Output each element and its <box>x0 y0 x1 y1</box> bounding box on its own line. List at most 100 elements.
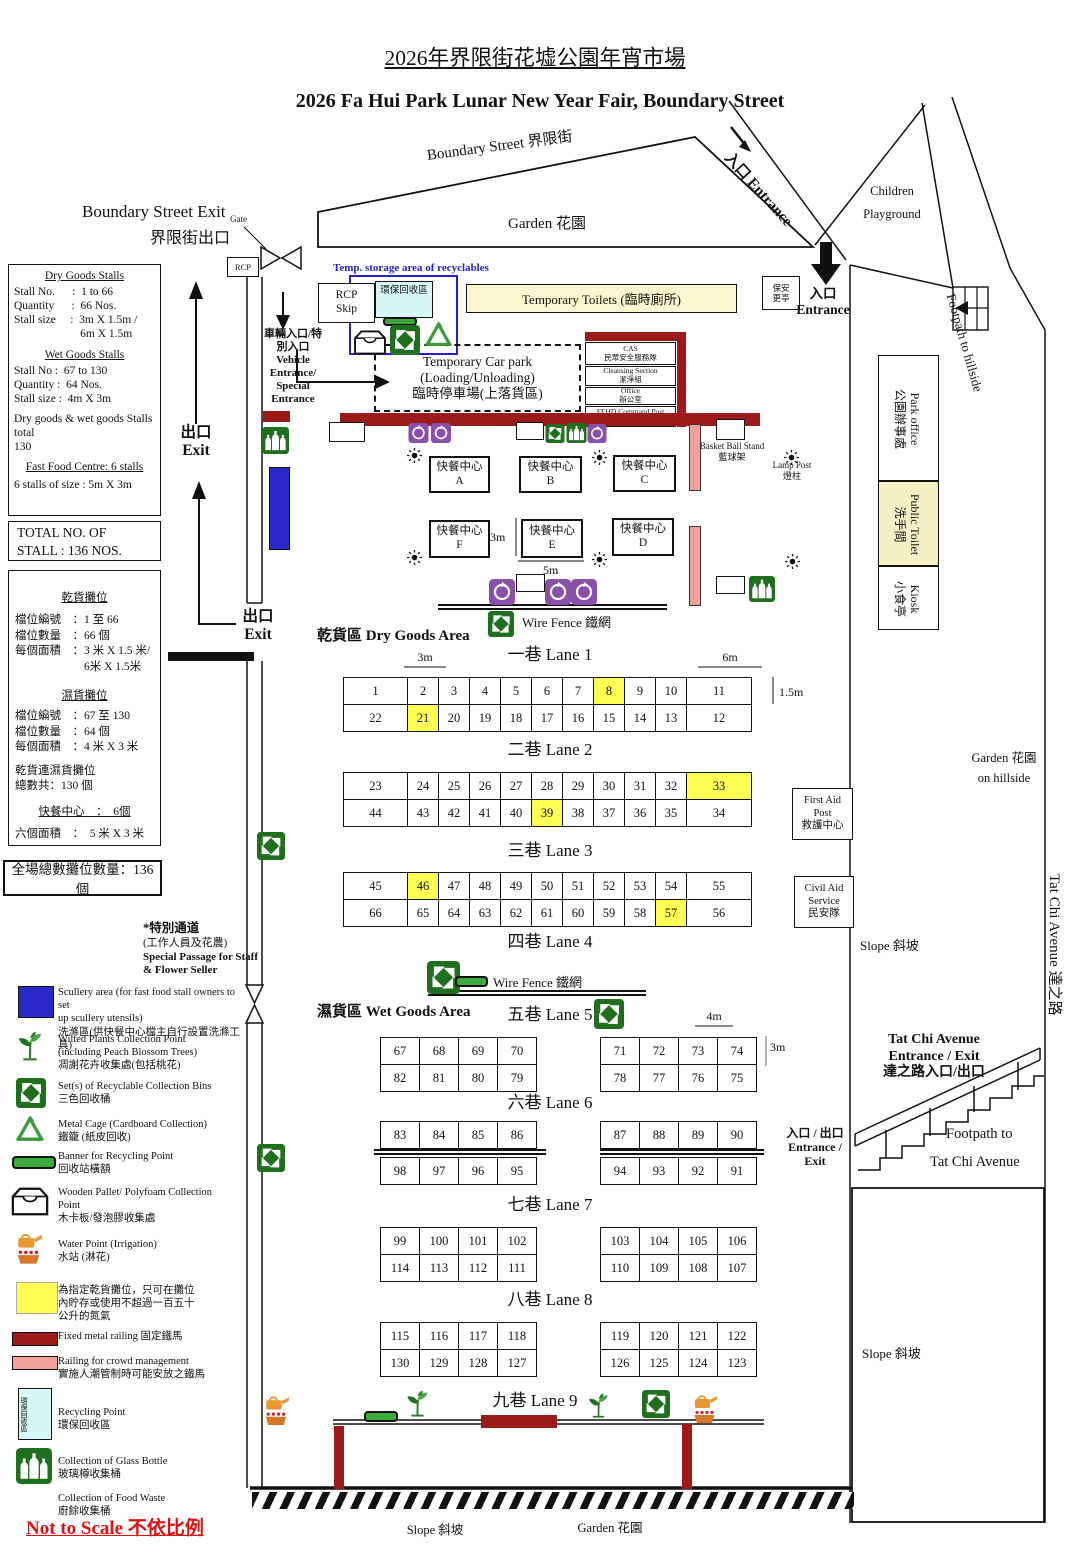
stall-cell-4: 4 <box>469 677 501 705</box>
legend-item-text: Recycling Point 環保回收區 <box>58 1407 126 1432</box>
stall-cell-36: 36 <box>624 799 656 827</box>
stall-cell-34: 34 <box>686 799 752 827</box>
legend-item-text: Fixed metal railing 固定鐵馬 <box>58 1331 183 1342</box>
fast-food-centre-C: 快餐中心 C <box>613 455 676 492</box>
stall-cell-47: 47 <box>438 872 470 900</box>
tat-chi-name-label: Tat Chi Avenue <box>930 1154 1020 1170</box>
food-waste-icon <box>571 579 597 605</box>
stall-cell-102: 102 <box>497 1227 537 1255</box>
slope-bottom-left: Slope 斜坡 <box>406 1523 464 1537</box>
dim-w-3m: 3m <box>770 1040 786 1054</box>
stall-cell-73: 73 <box>678 1037 718 1065</box>
lamp-post-label: Lamp Post 燈柱 <box>772 460 812 481</box>
tat-chi-entrance-label: Tat Chi Avenue Entrance / Exit 達之路入口/出口 <box>883 1032 985 1081</box>
scullery-area-rect <box>269 467 290 550</box>
dry-goods-body: Stall No. : 1 to 66 Quantity : 66 Nos. S… <box>14 286 138 341</box>
recycle-bins-icon <box>390 325 420 355</box>
fast-food-centre-A: 快餐中心 A <box>429 456 490 493</box>
stall-cell-120: 120 <box>639 1322 679 1350</box>
red-railing-lane9-right <box>682 1424 692 1489</box>
lane-title: 六巷 Lane 6 <box>507 1093 593 1112</box>
office-box: Office 辦公室 <box>585 386 676 405</box>
glass-bottle-icon <box>262 427 289 454</box>
stall-cell-55: 55 <box>686 872 752 900</box>
rcp-box: RCP <box>227 257 259 277</box>
recycling-point-icon: 環保回收區 <box>18 1388 52 1440</box>
wilted-plants-icon <box>585 1392 612 1419</box>
zh-ffc-title: 快餐中心 ： 6個 <box>38 805 131 818</box>
stall-cell-97: 97 <box>419 1157 459 1185</box>
stall-cell-108: 108 <box>678 1254 718 1282</box>
stall-cell-85: 85 <box>458 1121 498 1149</box>
stall-cell-94: 94 <box>600 1157 640 1185</box>
stall-cell-122: 122 <box>717 1322 757 1350</box>
lane-title: 五巷 Lane 5 <box>507 1005 593 1024</box>
pink-railing-1 <box>689 424 701 491</box>
exit-label-1: 出口 Exit <box>180 424 212 460</box>
stall-cell-74: 74 <box>717 1037 757 1065</box>
red-railing-long <box>340 413 760 426</box>
stall-cell-110: 110 <box>600 1254 640 1282</box>
stall-cell-92: 92 <box>678 1157 718 1185</box>
food-waste-icon <box>587 424 607 443</box>
stall-cell-113: 113 <box>419 1254 459 1282</box>
glass-bottle-icon <box>16 1448 52 1484</box>
lamp-post-icon <box>407 448 422 463</box>
stall-cell-124: 124 <box>678 1349 718 1377</box>
stall-cell-50: 50 <box>531 872 563 900</box>
dry-goods-title: Dry Goods Stalls <box>44 270 125 282</box>
glass-bottle-icon <box>566 423 587 443</box>
crowd-railing-icon <box>12 1356 58 1370</box>
first-aid-post: First Aid Post 救護中心 <box>792 788 853 840</box>
dim-6m: 6m <box>722 650 738 664</box>
legend-item-text: Wilted Plants Collection Point (includin… <box>58 1034 198 1072</box>
stall-cell-83: 83 <box>380 1121 420 1149</box>
legend-item-text: Banner for Recycling Point 回收站橫額 <box>58 1151 174 1176</box>
stall-cell-11: 11 <box>686 677 752 705</box>
wet-goods-title: Wet Goods Stalls <box>44 348 125 361</box>
stall-cell-127: 127 <box>497 1349 537 1377</box>
mix-total: Dry goods & wet goods Stalls total 130 <box>14 412 153 454</box>
wooden-pallet-icon <box>10 1186 50 1217</box>
wilted-plants-icon <box>403 1389 432 1418</box>
legend-item-text: Scullery area (for fast food stall owner… <box>58 987 240 1051</box>
stall-cell-115: 115 <box>380 1322 420 1350</box>
food-waste-icon <box>431 423 451 443</box>
stall-cell-60: 60 <box>562 899 594 927</box>
recycle-bins-icon <box>642 1390 670 1418</box>
legend-item-text: Set(s) of Recyclable Collection Bins 三色回… <box>58 1081 212 1106</box>
grand-total-box: 全場總數攤位數量：136 個 <box>3 860 162 897</box>
wire-fence-label-1: Wire Fence 鐵網 <box>522 615 612 630</box>
stall-cell-112: 112 <box>458 1254 498 1282</box>
garden-bottom: Garden 花園 <box>577 1521 643 1535</box>
stall-cell-2: 2 <box>407 677 439 705</box>
stall-cell-77: 77 <box>639 1064 679 1092</box>
stall-cell-44: 44 <box>343 799 408 827</box>
garden-hillside-label: Garden 花園 on hillside <box>971 751 1037 785</box>
stall-cell-26: 26 <box>469 772 501 800</box>
stall-cell-119: 119 <box>600 1322 640 1350</box>
stall-cell-61: 61 <box>531 899 563 927</box>
zh-ffc-body: 六個面積 ： 5 米 X 3 米 <box>15 827 145 840</box>
stall-cell-128: 128 <box>458 1349 498 1377</box>
wire-fence-label-2: Wire Fence 鐵網 <box>493 975 583 990</box>
special-passage-zh: (工作人員及花農) <box>143 937 228 949</box>
legend-item-text: Collection of Glass Bottle 玻璃樽收集桶 <box>58 1456 168 1481</box>
stall-cell-42: 42 <box>438 799 470 827</box>
stall-cell-129: 129 <box>419 1349 459 1377</box>
stall-cell-88: 88 <box>639 1121 679 1149</box>
lane-title: 一巷 Lane 1 <box>507 645 593 664</box>
stall-cell-121: 121 <box>678 1322 718 1350</box>
recycle-bins-icon <box>544 424 566 443</box>
stall-cell-9: 9 <box>624 677 656 705</box>
wilted-plants-icon <box>14 1030 46 1062</box>
